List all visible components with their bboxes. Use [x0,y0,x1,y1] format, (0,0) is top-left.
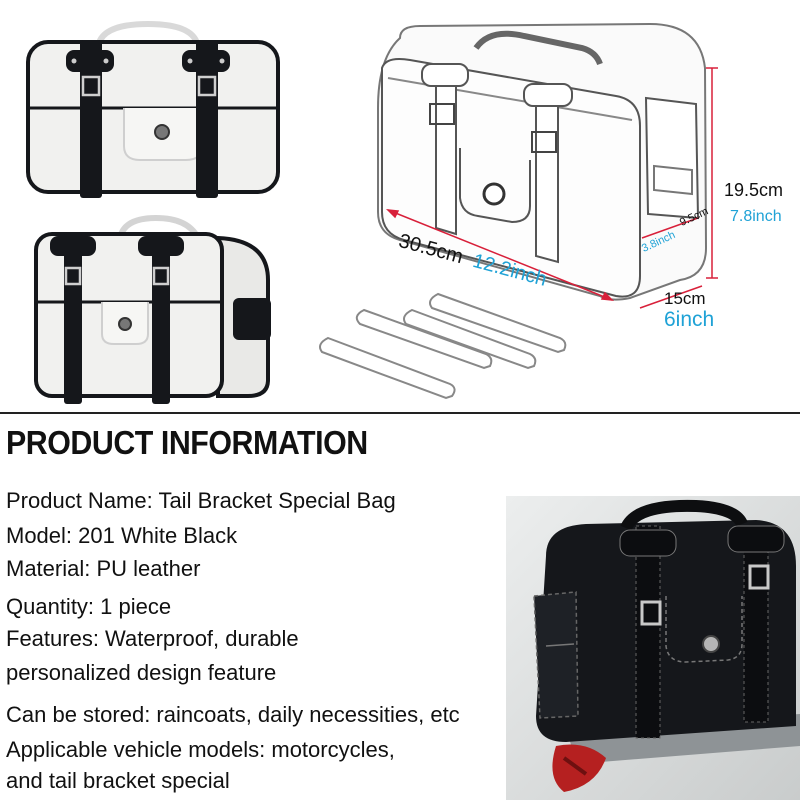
height-inch-label: 7.8inch [730,208,782,225]
section-title: PRODUCT INFORMATION [6,424,368,461]
height-cm-label: 19.5cm [724,180,784,200]
bag-angle-photo [34,214,271,404]
spec-line-material: Material: PU leather [6,556,201,581]
section-divider [0,412,800,414]
width-cm-label: 15cm [664,289,706,308]
spec-line-vehicles-cont: and tail bracket special [6,768,230,793]
bag-mounted-photo [506,496,800,800]
spec-line-storage: Can be stored: raincoats, daily necessit… [6,702,460,727]
spec-line-product-name: Product Name: Tail Bracket Special Bag [6,488,396,513]
spec-line-quantity: Quantity: 1 piece [6,594,172,619]
bag-front-photo [26,20,280,198]
spec-line-features: Features: Waterproof, durable [6,626,299,651]
spec-line-features-cont: personalized design feature [6,660,277,685]
spec-line-model: Model: 201 White Black [6,523,238,548]
spec-line-vehicles: Applicable vehicle models: motorcycles, [6,737,395,762]
width-inch-label: 6inch [664,308,715,331]
bag-dimension-drawing [319,22,718,400]
